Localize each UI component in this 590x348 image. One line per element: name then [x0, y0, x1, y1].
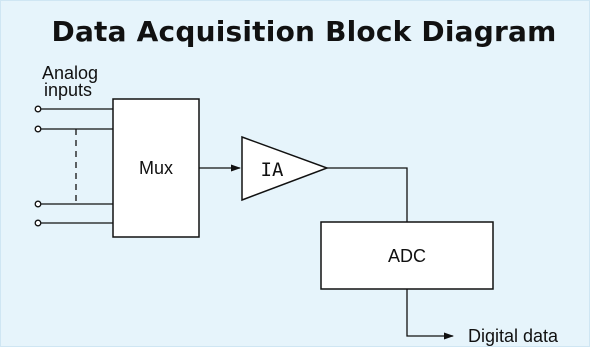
mux-block	[112, 98, 200, 238]
adc-label: ADC	[388, 246, 426, 266]
inputs-label-line1: Analog	[42, 63, 98, 83]
page-title: Data Acquisition Block Diagram	[51, 15, 557, 48]
adc-output-arrow	[406, 289, 454, 340]
amplifier-label: IA	[261, 159, 284, 181]
input-terminal-2	[34, 125, 42, 133]
output-label: Digital data	[468, 326, 559, 346]
input-terminal-3	[34, 200, 42, 208]
input-terminal-1	[34, 105, 42, 113]
input-terminal-4	[34, 219, 42, 227]
adc-block	[320, 221, 494, 290]
mux-label: Mux	[139, 158, 173, 178]
input-terminals	[34, 105, 42, 227]
amplifier-triangle	[241, 135, 330, 202]
input-lines	[41, 108, 113, 224]
inputs-label-line2: inputs	[44, 80, 92, 100]
amp-to-adc-line	[327, 167, 408, 222]
